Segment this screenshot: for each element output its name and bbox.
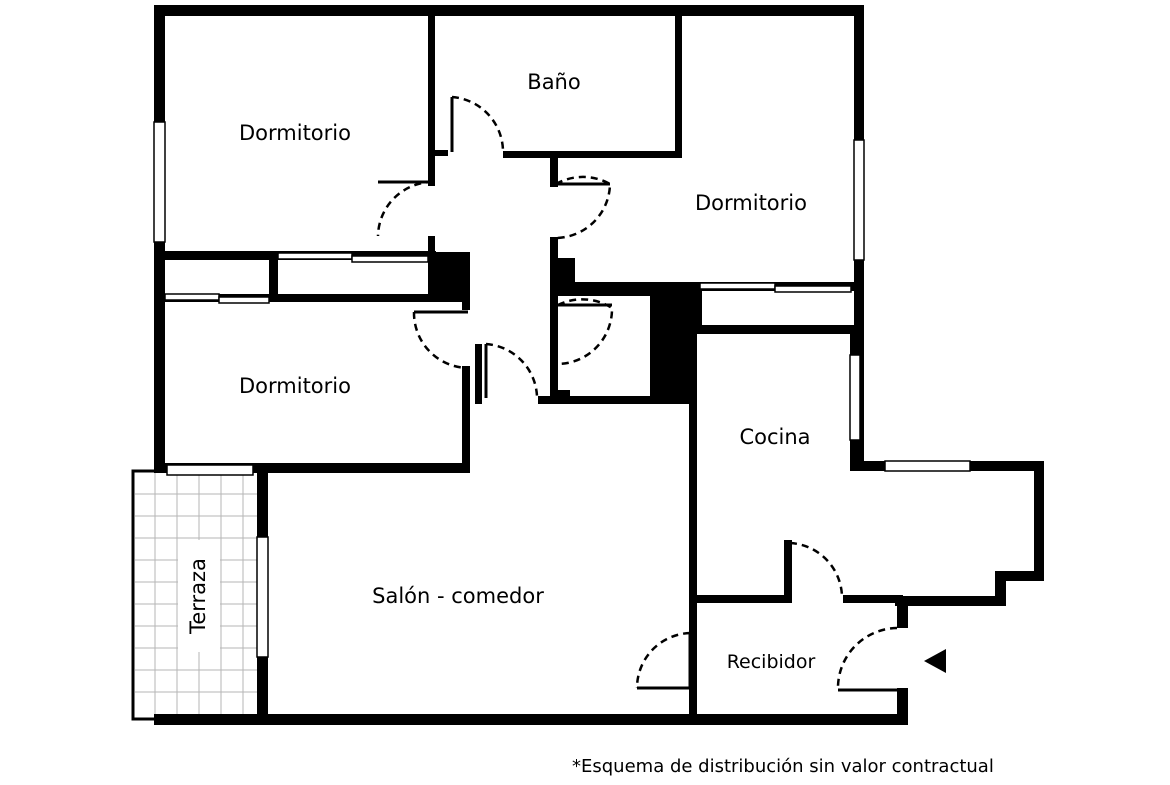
wardrobe-doors xyxy=(164,252,852,304)
door-swings xyxy=(376,95,898,691)
room-label-salon: Salón - comedor xyxy=(372,584,544,608)
room-label-cocina: Cocina xyxy=(739,425,810,449)
entrance-arrow-icon xyxy=(924,649,946,673)
walls xyxy=(154,5,1044,725)
room-label-bano: Baño xyxy=(527,70,580,94)
windows xyxy=(153,121,971,658)
room-label-dormitorio-3: Dormitorio xyxy=(239,374,351,398)
room-label-dormitorio-1: Dormitorio xyxy=(239,121,351,145)
terrace-floor xyxy=(131,469,265,721)
door-leaves xyxy=(378,97,897,692)
room-label-recibidor: Recibidor xyxy=(727,651,816,673)
room-label-dormitorio-2: Dormitorio xyxy=(695,191,807,215)
room-label-terraza: Terraza xyxy=(186,558,210,635)
disclaimer-note: *Esquema de distribución sin valor contr… xyxy=(572,756,994,777)
